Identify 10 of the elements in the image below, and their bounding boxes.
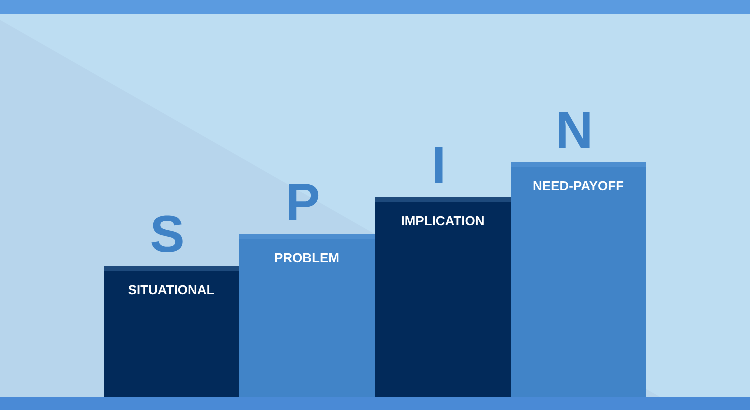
step-bar: PROBLEM bbox=[239, 234, 375, 397]
step-letter: I bbox=[435, 147, 443, 183]
step-bar: SITUATIONAL bbox=[104, 266, 239, 397]
band-bar bbox=[0, 0, 750, 14]
step-letter: P bbox=[289, 184, 319, 220]
step-bar: NEED-PAYOFF bbox=[511, 162, 646, 397]
step-letter: S bbox=[152, 216, 183, 252]
step-bar: IMPLICATION bbox=[375, 197, 511, 397]
step-letter: N bbox=[559, 112, 590, 148]
band-bar bbox=[0, 397, 750, 410]
